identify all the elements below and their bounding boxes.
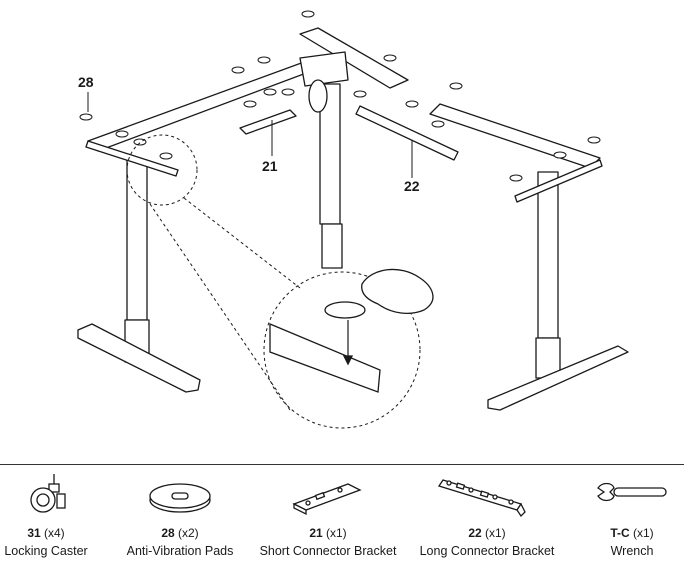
part-qty: (x4) xyxy=(44,526,65,540)
left-foot xyxy=(77,323,201,393)
part-locking-caster: 31 (x4) Locking Caster xyxy=(0,470,92,564)
wrench-icon xyxy=(597,482,667,502)
short-bracket-icon xyxy=(292,483,362,516)
part-code: T-C xyxy=(610,526,630,540)
right-leg-upper xyxy=(537,171,559,339)
magnified-detail-circle xyxy=(263,271,421,429)
part-name: Wrench xyxy=(610,544,654,558)
part-name: Locking Caster xyxy=(4,544,88,558)
source-detail-circle xyxy=(126,134,198,206)
short-connector-bracket-installed xyxy=(239,109,297,135)
part-code: 28 xyxy=(161,526,175,540)
part-code: 31 xyxy=(27,526,41,540)
part-code: 21 xyxy=(309,526,323,540)
detail-line-top xyxy=(183,197,301,289)
caster-icon xyxy=(30,474,66,513)
part-qty: (x1) xyxy=(326,526,347,540)
right-end-bracket xyxy=(514,159,603,203)
hand xyxy=(361,268,434,315)
motor xyxy=(308,79,328,113)
part-wrench: T-C (x1) Wrench xyxy=(580,470,684,564)
left-end-bracket xyxy=(85,140,179,177)
callout-22: 22 xyxy=(404,178,420,194)
left-leg-upper xyxy=(126,159,148,321)
long-connector-bracket-installed xyxy=(355,105,459,161)
pad-icon xyxy=(149,483,211,513)
part-name: Short Connector Bracket xyxy=(259,544,397,558)
center-connector xyxy=(299,51,349,87)
part-name: Anti-Vibration Pads xyxy=(126,544,234,558)
divider xyxy=(0,464,684,465)
part-anti-vibration-pads: 28 (x2) Anti-Vibration Pads xyxy=(110,470,250,564)
callout-28: 28 xyxy=(78,74,94,90)
screws xyxy=(79,10,601,182)
part-qty: (x1) xyxy=(485,526,506,540)
part-name: Long Connector Bracket xyxy=(419,544,555,558)
top-beam xyxy=(299,27,409,89)
center-leg-lower xyxy=(321,223,343,269)
desk-frame-assembly-drawing xyxy=(77,10,629,429)
part-qty: (x1) xyxy=(633,526,654,540)
part-short-connector-bracket: 21 (x1) Short Connector Bracket xyxy=(248,470,408,564)
part-qty: (x2) xyxy=(178,526,199,540)
magnified-pad xyxy=(324,301,366,319)
long-bracket-icon xyxy=(437,479,526,518)
right-foot xyxy=(487,345,629,411)
part-code: 22 xyxy=(468,526,482,540)
magnified-beam-end xyxy=(269,323,381,393)
callout-21: 21 xyxy=(262,158,278,174)
part-long-connector-bracket: 22 (x1) Long Connector Bracket xyxy=(410,470,564,564)
